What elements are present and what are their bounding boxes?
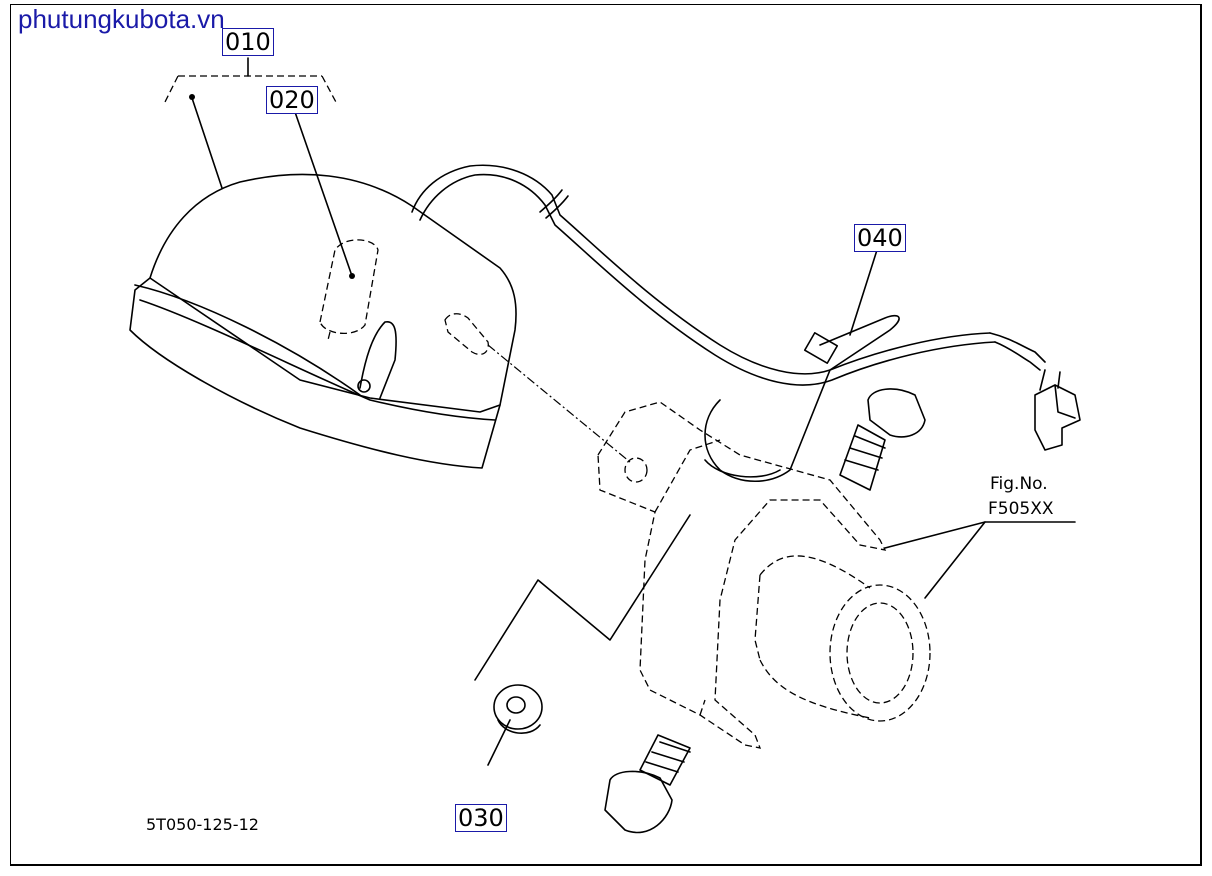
drawing-code: 5T050-125-12 bbox=[146, 815, 259, 834]
leader-lines bbox=[189, 94, 878, 766]
assembly-leaders bbox=[474, 514, 1076, 681]
fig-number-value[interactable]: F505XX bbox=[988, 499, 1054, 519]
callout-040[interactable]: 040 bbox=[854, 224, 906, 252]
pipe-sleeve bbox=[754, 555, 931, 722]
drawing-frame bbox=[10, 4, 1202, 866]
wire-harness bbox=[411, 164, 1081, 482]
callout-030[interactable]: 030 bbox=[455, 804, 507, 832]
grommet bbox=[493, 684, 543, 734]
lamp-housing bbox=[129, 173, 517, 469]
bolt-upper bbox=[839, 388, 926, 491]
callout-020[interactable]: 020 bbox=[266, 86, 318, 114]
callout-010[interactable]: 010 bbox=[222, 28, 274, 56]
watermark-text: phutungkubota.vn bbox=[18, 4, 225, 34]
bolt-lower bbox=[604, 734, 691, 834]
fig-number-label: Fig.No. bbox=[990, 474, 1048, 494]
mounting-bracket bbox=[597, 401, 887, 749]
callout-010-bracket bbox=[163, 57, 338, 105]
